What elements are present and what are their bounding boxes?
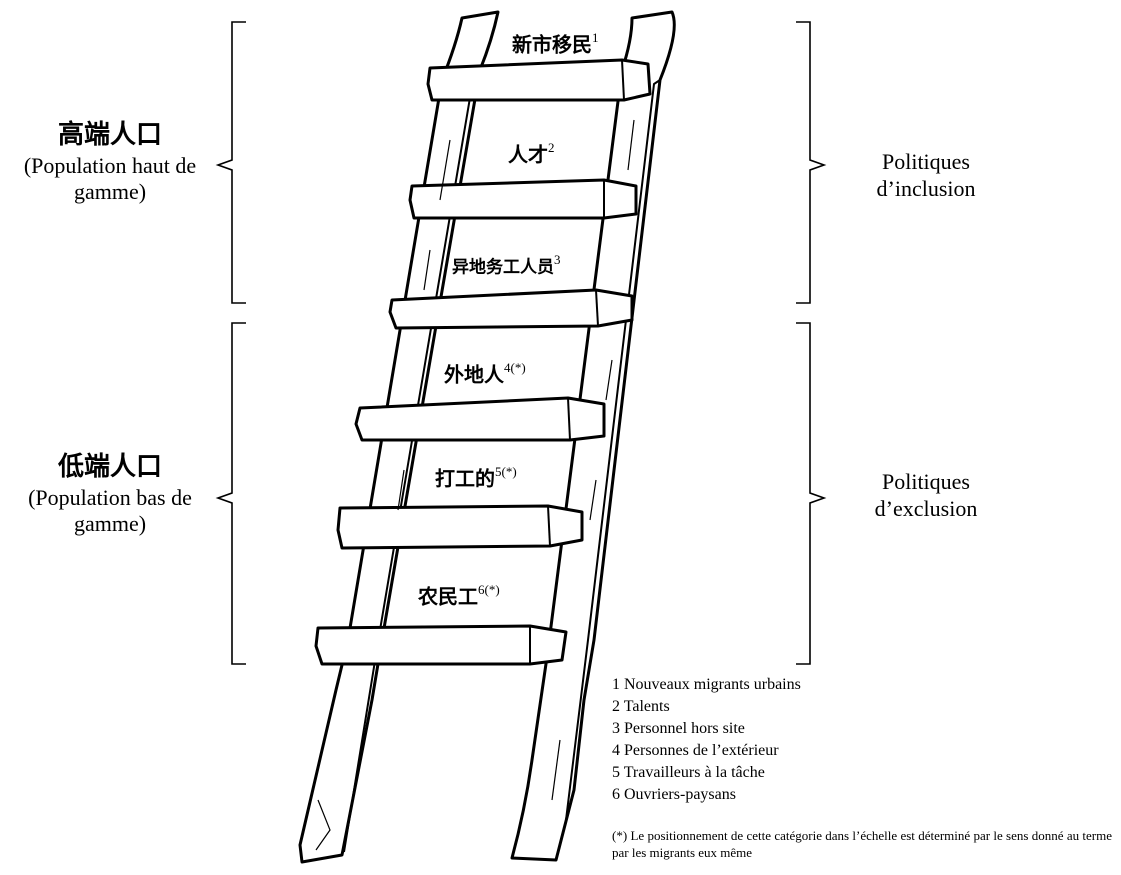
rung-label-4-note: 4(*)	[504, 360, 526, 375]
legend: 1 Nouveaux migrants urbains 2 Talents 3 …	[612, 674, 801, 806]
exclusion-policy-label: Politiques d’exclusion	[874, 469, 978, 521]
rung-6	[314, 624, 568, 666]
rung-label-3: 异地务工人员3	[452, 250, 561, 280]
legend-item: 3 Personnel hors site	[612, 720, 745, 737]
rung-label-4-text: 外地人	[444, 362, 504, 387]
wood-grain	[315, 119, 635, 851]
rung-1	[426, 58, 652, 102]
rung-label-1-text: 新市移民	[512, 32, 592, 57]
rung-label-3-note: 3	[554, 252, 561, 267]
rung-label-5: 打工的5(*)	[435, 462, 517, 491]
rung-label-6-note: 6(*)	[478, 582, 500, 597]
low-group-title: 低端人口	[57, 452, 162, 482]
right-rail-inner	[565, 79, 661, 821]
rung-label-4: 外地人4(*)	[444, 358, 526, 387]
high-group-subtitle: (Population haut de gamme)	[23, 153, 197, 204]
low-group-subtitle: (Population bas de gamme)	[28, 485, 192, 536]
rung-label-2-note: 2	[548, 140, 555, 155]
rung-5	[336, 504, 584, 550]
rung-label-6-text: 农民工	[418, 584, 478, 609]
legend-item: 6 Ouvriers-paysans	[612, 786, 736, 803]
rung-2	[408, 178, 638, 220]
legend-item: 5 Travailleurs à la tâche	[612, 764, 765, 781]
rung-label-1: 新市移民1	[512, 28, 599, 57]
rung-label-5-text: 打工的	[435, 466, 495, 491]
rung-label-1-note: 1	[592, 30, 599, 45]
braces	[215, 21, 827, 665]
brace-low	[215, 322, 246, 665]
rung-label-2: 人才2	[508, 138, 555, 167]
rung-3-edge	[595, 289, 599, 327]
brace-exclusion	[796, 322, 827, 665]
rung-label-2-text: 人才	[508, 142, 548, 167]
rung-4	[354, 396, 606, 442]
rung-4-edge	[567, 397, 571, 441]
rung-1-edge	[621, 59, 625, 101]
rung-label-6: 农民工6(*)	[418, 580, 500, 609]
legend-item: 4 Personnes de l’extérieur	[612, 742, 779, 759]
footnote: (*) Le positionnement de cette catégorie…	[612, 828, 1112, 860]
brace-high	[215, 21, 246, 304]
brace-inclusion	[796, 21, 827, 304]
rung-label-3-text: 异地务工人员	[452, 257, 554, 278]
ladder-rungs	[314, 58, 652, 666]
legend-item: 1 Nouveaux migrants urbains	[612, 676, 801, 693]
rung-3	[388, 288, 634, 330]
rung-5-edge	[547, 505, 551, 547]
legend-item: 2 Talents	[612, 698, 670, 715]
high-group-title: 高端人口	[57, 120, 162, 150]
rung-label-5-note: 5(*)	[495, 464, 517, 479]
inclusion-policy-label: Politiques d’inclusion	[876, 149, 976, 201]
